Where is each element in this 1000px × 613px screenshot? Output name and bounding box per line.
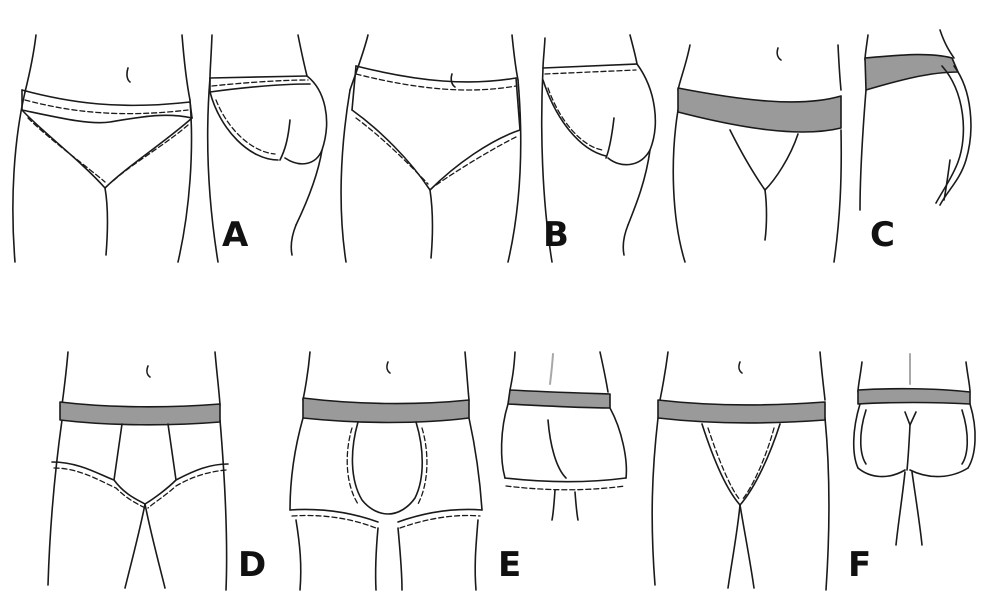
style-e-waistband: [302, 397, 470, 424]
panel-label-a: A: [222, 215, 249, 255]
style-d-front-view: [47, 351, 229, 591]
panel-label-e: E: [498, 545, 522, 585]
style-f-front-view: [651, 351, 830, 591]
style-f-back-view: [852, 353, 976, 546]
style-d-waistband: [59, 401, 221, 426]
style-c-back-view: [859, 29, 972, 211]
style-f-back-waistband: [857, 387, 971, 405]
panel-label-c: C: [870, 215, 895, 255]
style-f-waistband: [657, 399, 826, 424]
style-b-front-view: [340, 34, 522, 263]
style-e-front-view: [289, 351, 483, 591]
style-c-back-waistband: [864, 53, 959, 91]
style-a-back-view: [206, 34, 328, 263]
panel-label-b: B: [543, 215, 569, 255]
panel-label-d: D: [238, 545, 267, 585]
style-c-front-view: [672, 44, 843, 263]
style-c-waistband: [677, 87, 842, 133]
style-e-back-waistband: [507, 389, 611, 409]
style-a-front-view: [12, 34, 193, 263]
panel-label-f: F: [848, 545, 872, 585]
style-e-back-view: [500, 351, 628, 521]
style-b-back-view: [540, 34, 657, 263]
